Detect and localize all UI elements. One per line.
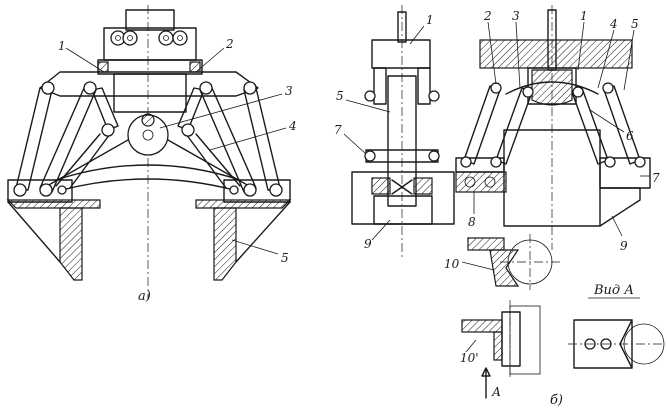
- label-10-prime: 10': [460, 351, 479, 365]
- left-jaw: [6, 179, 101, 281]
- arrow-label-a: А: [491, 385, 501, 399]
- view-a: Вид А: [568, 283, 665, 369]
- label-3: 3: [285, 84, 293, 98]
- label-top-1: 1: [426, 13, 434, 27]
- label-left-9: 9: [364, 237, 372, 251]
- view-a-title: Вид А: [593, 283, 634, 298]
- right-links: [167, 87, 281, 193]
- label-r-7: 7: [652, 171, 660, 185]
- label-left-7: 7: [334, 123, 342, 137]
- central-cam: [127, 113, 169, 156]
- label-10: 10: [444, 257, 460, 271]
- label-r-4: 4: [609, 17, 618, 31]
- lower-link-arc: [55, 164, 241, 181]
- label-4: 4: [288, 119, 297, 133]
- label-1: 1: [58, 39, 66, 53]
- label-r-2: 2: [483, 9, 492, 23]
- label-r-8: 8: [468, 215, 476, 229]
- label-2: 2: [225, 37, 234, 51]
- label-r-6: 6: [626, 129, 634, 143]
- label-left-5: 5: [336, 89, 344, 103]
- caption-b: б): [550, 393, 563, 408]
- caption-a: а): [138, 289, 151, 304]
- figure-b-front-view: 2 3 1 4 5 6 7 8 9: [455, 5, 660, 253]
- lower-link-arc-2: [61, 178, 235, 191]
- right-jaw: [195, 179, 292, 281]
- label-5: 5: [281, 251, 289, 265]
- detail-10-prime: 10' А: [460, 300, 541, 399]
- label-r-5: 5: [631, 17, 639, 31]
- label-r-3: 3: [512, 9, 520, 23]
- figure-a: 1 2 3 4 5 а): [6, 5, 297, 304]
- left-links: [15, 87, 129, 193]
- label-r-9: 9: [620, 239, 628, 253]
- pivot-pins-a: [13, 81, 283, 197]
- drive-unit: [97, 9, 203, 113]
- figure-b-side-view: 1 5 7 9: [334, 5, 455, 260]
- upper-frame: [39, 71, 259, 97]
- label-r-1: 1: [580, 9, 588, 23]
- detail-10: 10: [444, 234, 560, 290]
